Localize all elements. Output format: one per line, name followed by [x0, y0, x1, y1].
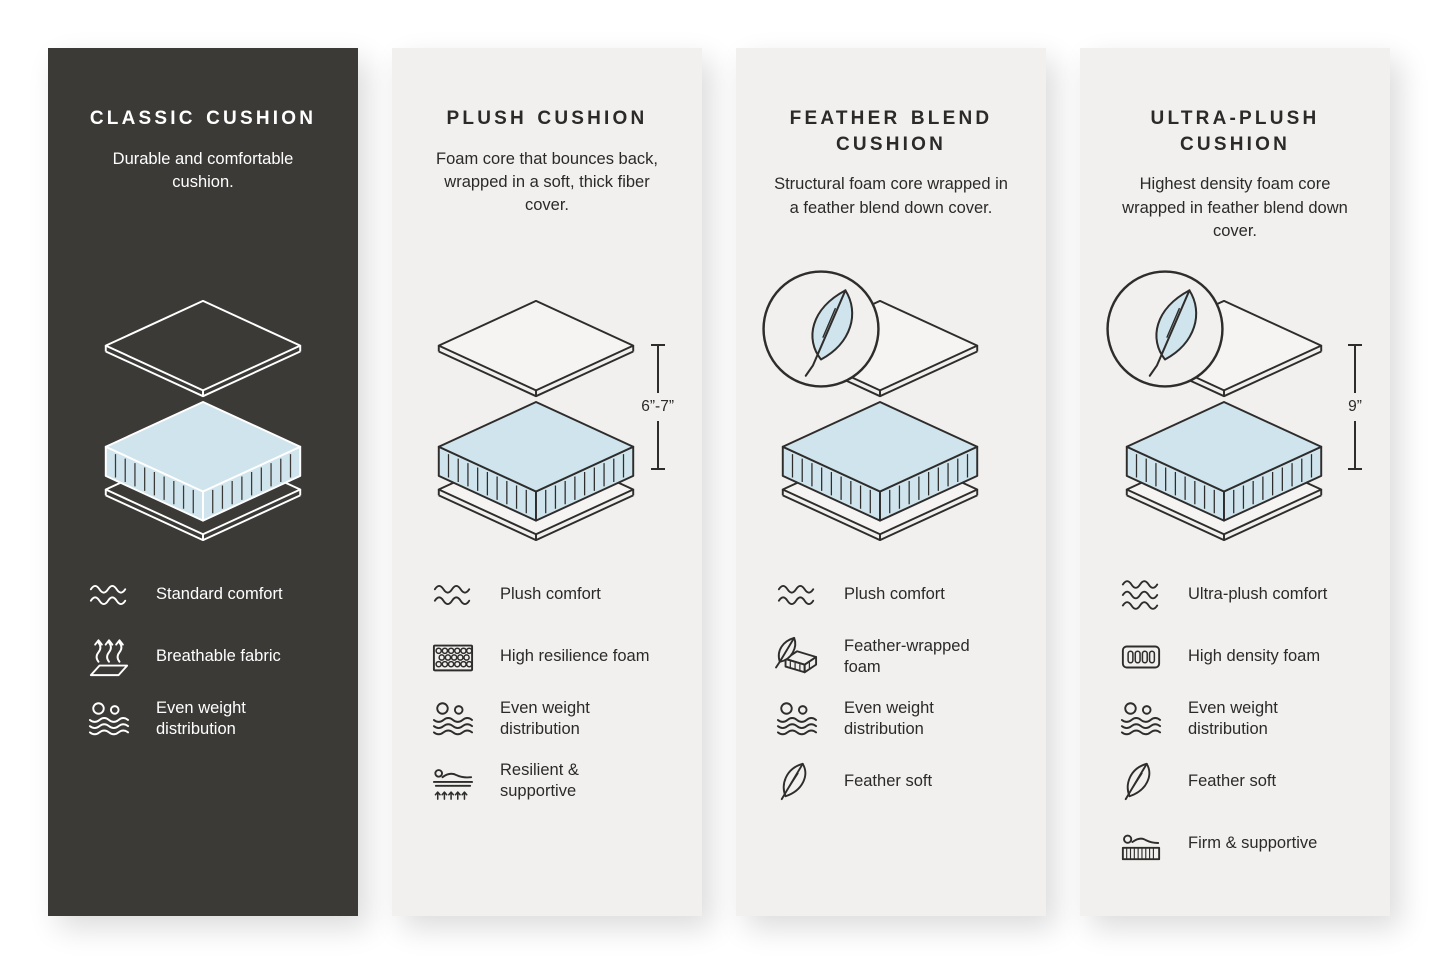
feature-label: Feather soft [844, 771, 933, 790]
feature-label: Feather-wrapped foam [844, 637, 970, 677]
panel-description: Highest density foam core wrapped in fea… [1122, 175, 1348, 241]
dimension-line [1354, 421, 1356, 468]
panel-header: CLASSIC CUSHION Durable and comfortable … [86, 48, 320, 298]
feature-item: Feather soft [1118, 760, 1352, 802]
feather-badge-icon [760, 268, 882, 390]
even-weight-distribution-icon [86, 698, 132, 740]
panel-description: Structural foam core wrapped in a feathe… [774, 175, 1008, 217]
even-weight-distribution-icon [1118, 698, 1164, 740]
panel-title: ULTRA-PLUSH CUSHION [1150, 108, 1320, 155]
panel-plush-cushion: PLUSH CUSHION Foam core that bounces bac… [392, 48, 702, 916]
cushion-diagram: 9” [1106, 298, 1364, 550]
feather-badge-icon [1104, 268, 1226, 390]
feature-item: Resilient & supportive [430, 760, 664, 802]
feature-item: Standard comfort [86, 574, 320, 616]
feature-list: Plush comfort Feather-wrapped foam Even … [774, 574, 1008, 802]
panel-header: FEATHER BLEND CUSHION Structural foam co… [774, 48, 1008, 298]
feature-list: Standard comfort Breathable fabric Even … [86, 574, 320, 740]
breathable-fabric-icon [86, 636, 132, 678]
panel-description: Foam core that bounces back, wrapped in … [436, 149, 658, 215]
feature-item: High resilience foam [430, 636, 664, 678]
feature-list: Ultra-plush comfort High density foam Ev… [1118, 574, 1352, 864]
panel-description: Durable and comfortable cushion. [112, 149, 294, 192]
feature-label: Plush comfort [500, 585, 601, 604]
feature-label: Firm & supportive [1188, 833, 1318, 852]
waves-icon [774, 574, 820, 616]
even-weight-distribution-icon [430, 698, 476, 740]
feather-wrapped-foam-icon [774, 636, 820, 678]
person-support-icon [430, 760, 476, 802]
dimension-label: 9” [1348, 398, 1362, 415]
dimension-bottom-cap [1348, 468, 1362, 470]
feature-label: High density foam [1188, 647, 1321, 666]
layered-cushion-illustration [424, 298, 648, 543]
cushion-diagram: 6”-7” [418, 298, 676, 550]
cushion-diagram [762, 298, 1020, 550]
dimension-line [656, 346, 659, 393]
feature-label: Even weight distribution [1188, 699, 1278, 739]
dimension-line [656, 421, 659, 468]
dimension-indicator: 6”-7” [641, 344, 674, 470]
feature-item: Even weight distribution [86, 698, 320, 740]
dimension-bottom-cap [650, 468, 665, 470]
feather-icon [774, 760, 820, 802]
feature-item: Feather-wrapped foam [774, 636, 1008, 678]
dimension-indicator: 9” [1348, 344, 1362, 470]
feature-label: Breathable fabric [156, 647, 281, 666]
firm-supportive-icon [1118, 822, 1164, 864]
feature-label: Feather soft [1188, 771, 1277, 790]
feature-item: Even weight distribution [430, 698, 664, 740]
panel-title: CLASSIC CUSHION [89, 108, 317, 129]
feature-label: Plush comfort [844, 585, 945, 604]
cushion-diagram [74, 298, 332, 550]
feature-item: Plush comfort [774, 574, 1008, 616]
dimension-top-cap [650, 344, 665, 346]
honeycomb-foam-icon [430, 636, 476, 678]
panel-ultra-plush-cushion: ULTRA-PLUSH CUSHION Highest density foam… [1080, 48, 1390, 916]
panel-title: FEATHER BLEND CUSHION [789, 108, 993, 155]
feature-label: Resilient & supportive [500, 761, 579, 801]
even-weight-distribution-icon [774, 698, 820, 740]
triple-waves-icon [1118, 574, 1164, 616]
feature-label: Even weight distribution [844, 699, 934, 739]
feature-item: High density foam [1118, 636, 1352, 678]
feature-label: Even weight distribution [156, 699, 246, 739]
panel-feather-blend-cushion: FEATHER BLEND CUSHION Structural foam co… [736, 48, 1046, 916]
feature-label: High resilience foam [500, 647, 650, 666]
feature-item: Firm & supportive [1118, 822, 1352, 864]
feature-label: Ultra-plush comfort [1188, 585, 1328, 604]
feature-label: Standard comfort [156, 585, 283, 604]
feature-item: Breathable fabric [86, 636, 320, 678]
feature-item: Even weight distribution [774, 698, 1008, 740]
panel-header: PLUSH CUSHION Foam core that bounces bac… [430, 48, 664, 298]
feature-item: Feather soft [774, 760, 1008, 802]
feature-label: Even weight distribution [500, 699, 590, 739]
high-density-foam-icon [1118, 636, 1164, 678]
waves-icon [430, 574, 476, 616]
waves-icon [86, 574, 132, 616]
layered-cushion-illustration [91, 298, 315, 543]
feather-icon [1118, 760, 1164, 802]
panel-classic-cushion: CLASSIC CUSHION Durable and comfortable … [48, 48, 358, 916]
panel-header: ULTRA-PLUSH CUSHION Highest density foam… [1118, 48, 1352, 298]
feature-item: Plush comfort [430, 574, 664, 616]
dimension-line [1354, 346, 1356, 393]
dimension-top-cap [1348, 344, 1362, 346]
feature-item: Even weight distribution [1118, 698, 1352, 740]
feature-list: Plush comfort High resilience foam Even … [430, 574, 664, 802]
feature-item: Ultra-plush comfort [1118, 574, 1352, 616]
panel-title: PLUSH CUSHION [446, 108, 648, 129]
dimension-label: 6”-7” [641, 398, 674, 415]
